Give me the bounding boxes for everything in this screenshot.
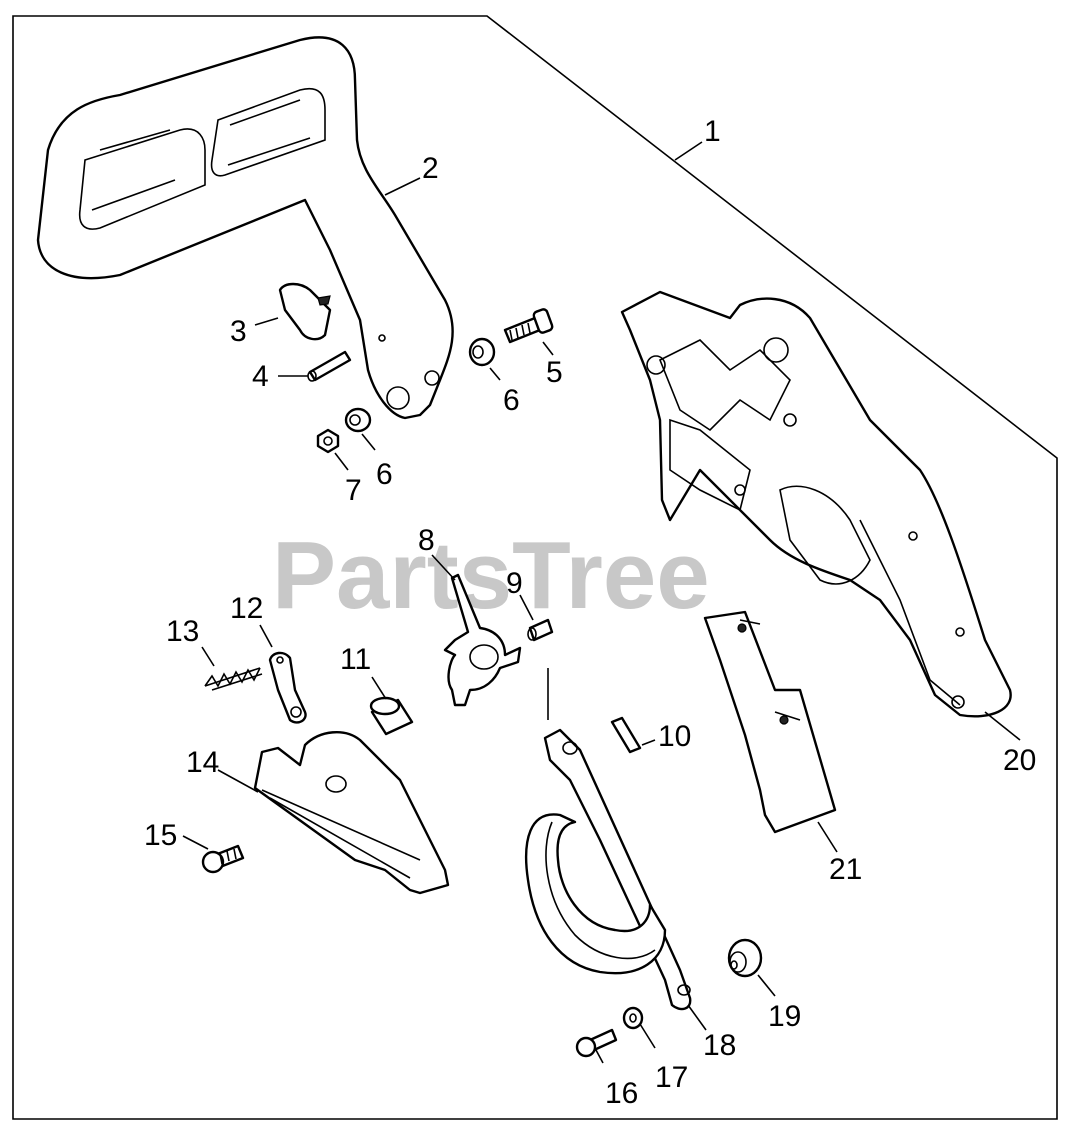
callout-15: 15 xyxy=(144,819,177,852)
pin-part-9 xyxy=(527,618,554,642)
callout-11: 11 xyxy=(340,643,371,676)
bushing-part-6a xyxy=(468,337,496,367)
callout-16: 16 xyxy=(605,1077,638,1110)
washer-part-17 xyxy=(622,1006,644,1030)
collar-part-11 xyxy=(369,696,414,736)
callout-numbers: 1 2 3 4 5 6 6 7 8 9 10 11 12 13 14 15 16… xyxy=(144,115,1036,1110)
screw-part-16 xyxy=(575,1028,618,1058)
callout-19: 19 xyxy=(768,1000,801,1033)
callout-17: 17 xyxy=(655,1061,688,1094)
brake-band xyxy=(524,728,692,1011)
clip-part xyxy=(278,282,332,341)
callout-21: 21 xyxy=(829,853,862,886)
callout-8: 8 xyxy=(418,524,435,557)
callout-18: 18 xyxy=(703,1029,736,1062)
callout-1: 1 xyxy=(704,115,721,148)
key-part-10 xyxy=(610,716,642,754)
callout-7: 7 xyxy=(345,474,362,507)
diagram-frame xyxy=(12,15,1058,1120)
lever-plate xyxy=(443,573,522,707)
callout-13: 13 xyxy=(166,615,199,648)
callout-3: 3 xyxy=(230,315,247,348)
brake-plate xyxy=(703,610,837,834)
callout-10: 10 xyxy=(658,720,691,753)
stud-part-19 xyxy=(727,938,763,978)
callout-12: 12 xyxy=(230,592,263,625)
bushing-part-6b xyxy=(344,407,372,433)
callout-5: 5 xyxy=(546,356,563,389)
chain-catcher-cover xyxy=(253,731,450,895)
lever-part-12 xyxy=(268,651,307,724)
spring-part-13 xyxy=(204,667,263,691)
nut-part-7 xyxy=(316,428,340,454)
pin-part-4 xyxy=(307,350,352,382)
sprocket-cover xyxy=(620,290,1012,718)
hand-guard xyxy=(36,36,454,420)
callout-20: 20 xyxy=(1003,744,1036,777)
callout-6-left: 6 xyxy=(376,458,393,491)
callout-14: 14 xyxy=(186,746,219,779)
callout-4: 4 xyxy=(252,360,269,393)
callout-2: 2 xyxy=(422,152,439,185)
screw-part-15 xyxy=(201,844,245,874)
bolt-part-5 xyxy=(503,308,554,344)
watermark-text: PartsTree xyxy=(272,522,710,629)
callout-9: 9 xyxy=(506,567,523,600)
leader-lines xyxy=(182,141,1021,1064)
callout-6-right: 6 xyxy=(503,384,520,417)
